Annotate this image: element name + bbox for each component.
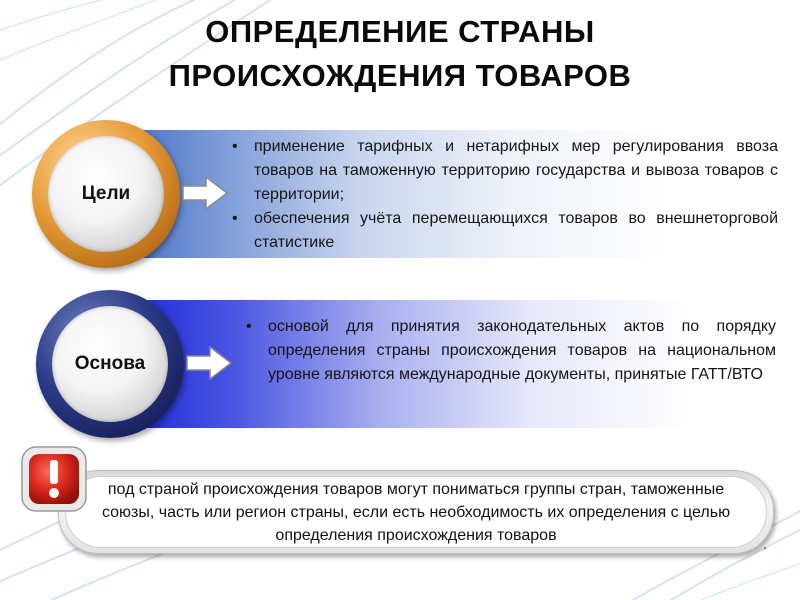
basis-bullet-item: основой для принятия законодательных акт… bbox=[246, 315, 776, 387]
basis-bullet-list: основой для принятия законодательных акт… bbox=[246, 315, 776, 387]
trailing-mark: . bbox=[763, 536, 767, 552]
goals-circle: Цели bbox=[32, 120, 180, 268]
basis-circle-inner: Основа bbox=[52, 306, 168, 422]
note-text: под страной происхождения товаров могут … bbox=[101, 480, 731, 544]
note-box-inner: под страной происхождения товаров могут … bbox=[65, 476, 767, 548]
page-title: ОПРЕДЕЛЕНИЕ СТРАНЫ ПРОИСХОЖДЕНИЯ ТОВАРОВ bbox=[168, 14, 632, 93]
goals-bullet-item: применение тарифных и нетарифных мер рег… bbox=[232, 135, 778, 207]
goals-circle-inner: Цели bbox=[48, 136, 164, 252]
right-arrow-icon bbox=[182, 176, 228, 210]
goals-bullet-list: применение тарифных и нетарифных мер рег… bbox=[232, 135, 778, 255]
warning-exclamation-icon bbox=[21, 446, 87, 512]
right-arrow-icon bbox=[186, 346, 232, 380]
goals-label: Цели bbox=[81, 183, 131, 204]
basis-circle: Основа bbox=[36, 290, 184, 438]
goals-bullet-item: обеспечения учёта перемещающихся товаров… bbox=[232, 207, 778, 255]
note-box: под страной происхождения товаров могут … bbox=[58, 470, 774, 554]
basis-label: Основа bbox=[74, 353, 146, 374]
